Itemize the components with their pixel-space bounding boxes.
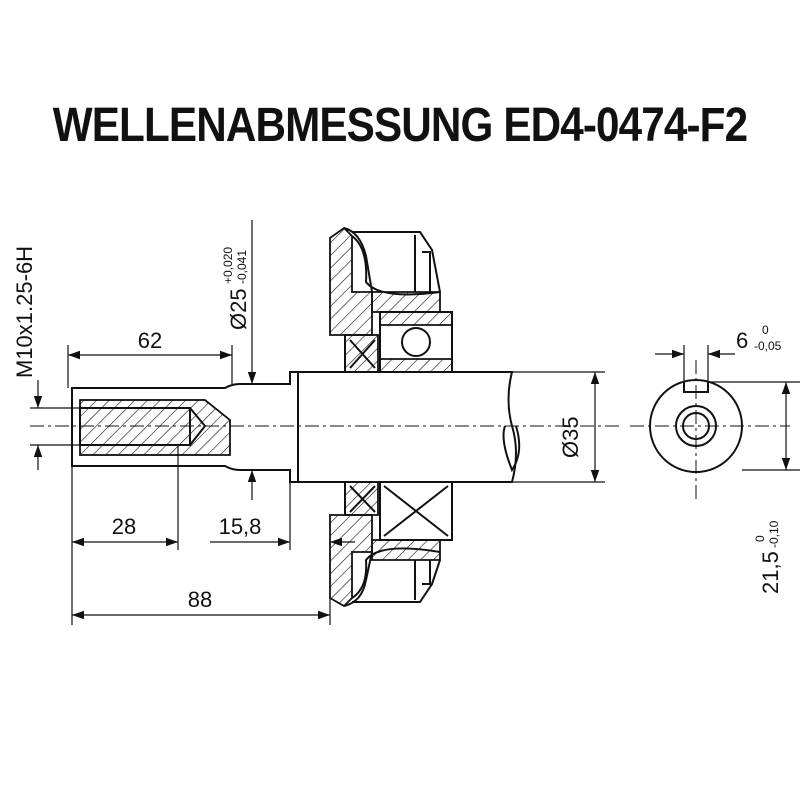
- key-height-group: 21,5 0 -0,10: [753, 520, 783, 594]
- dimension-lines: [30, 220, 800, 625]
- dia-35-label: Ø35: [558, 416, 583, 458]
- key-height-tol-upper: 0: [753, 535, 767, 542]
- dia-25-tol-lower: -0,041: [235, 250, 249, 284]
- key-width-tol-lower: -0,05: [754, 339, 782, 353]
- dia-25-tol-upper: +0,020: [221, 247, 235, 284]
- key-height-tol-lower: -0,10: [767, 520, 781, 548]
- key-width-label: 6: [736, 328, 748, 353]
- engine-housing: [329, 226, 453, 608]
- dim-62-label: 62: [138, 328, 162, 353]
- dia-25-label: Ø25: [226, 288, 251, 330]
- dim-15-8-label: 15,8: [219, 514, 262, 539]
- dimension-labels: M10x1.25-6H 62 Ø25 +0,020 -0,041 28 15,8…: [12, 246, 783, 612]
- shaft-end-view: [630, 360, 790, 500]
- dim-88-label: 88: [188, 587, 212, 612]
- key-width-tol-upper: 0: [762, 323, 769, 337]
- dia-25-group: Ø25 +0,020 -0,041: [221, 247, 251, 330]
- page-title: WELLENABMESSUNG ED4-0474-F2: [52, 99, 748, 152]
- thread-label: M10x1.25-6H: [12, 246, 37, 378]
- shaft: [30, 371, 620, 483]
- dim-28-label: 28: [112, 514, 136, 539]
- key-height-label: 21,5: [758, 551, 783, 594]
